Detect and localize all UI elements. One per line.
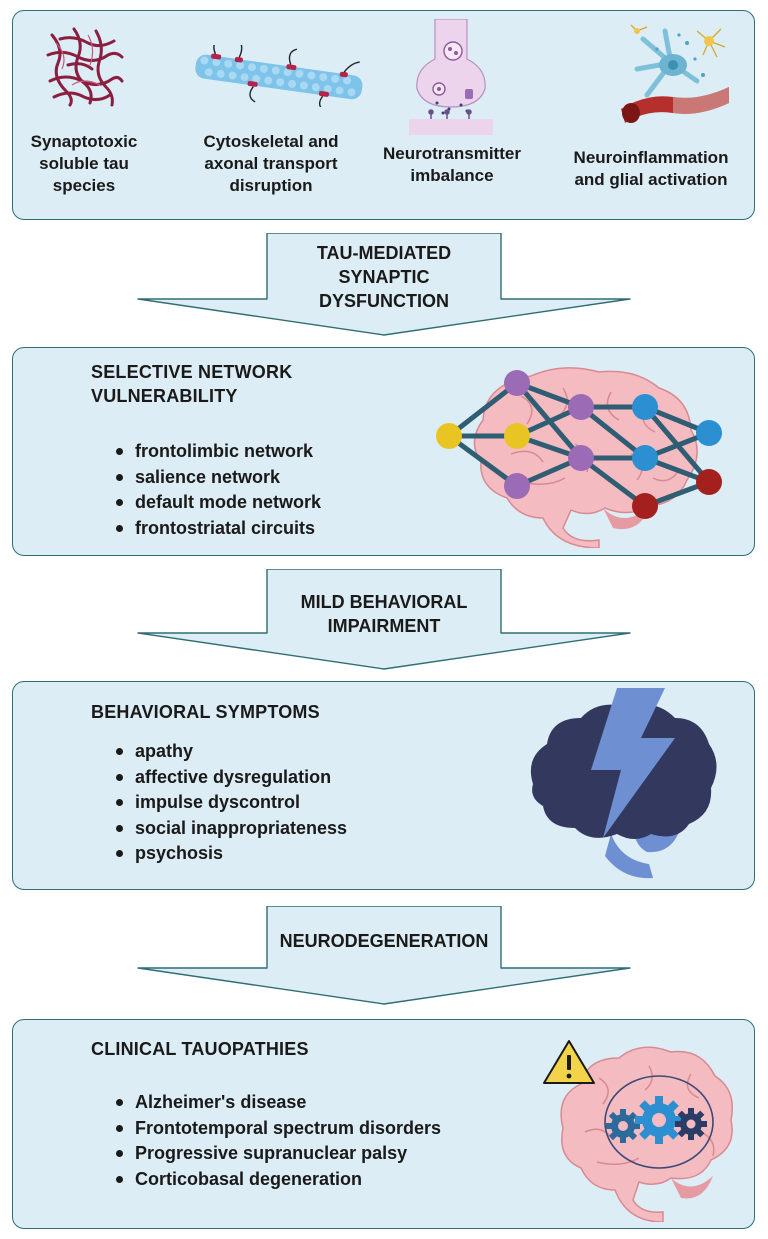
list-item: default mode network: [111, 490, 321, 516]
clinical-list: Alzheimer's disease Frontotemporal spect…: [111, 1090, 441, 1192]
clinical-title: CLINICAL TAUOPATHIES: [91, 1039, 309, 1059]
list-item: frontolimbic network: [111, 439, 321, 465]
behavioral-panel: BEHAVIORAL SYMPTOMS apathy affective dys…: [12, 681, 755, 890]
list-item: social inappropriateness: [111, 816, 347, 842]
microtubule-icon: [195, 45, 363, 107]
list-item: Alzheimer's disease: [111, 1090, 441, 1116]
list-item: psychosis: [111, 841, 347, 867]
list-item: Frontotemporal spectrum disorders: [111, 1116, 441, 1142]
brain-lightning-icon: [530, 688, 717, 879]
tau-fibril-icon: [46, 27, 124, 107]
behavioral-title: BEHAVIORAL SYMPTOMS: [91, 702, 320, 722]
brain-network-icon: [436, 367, 722, 548]
list-item: affective dysregulation: [111, 765, 347, 791]
list-item: impulse dyscontrol: [111, 790, 347, 816]
network-list: frontolimbic network salience network de…: [111, 439, 321, 541]
warning-icon: [543, 1040, 595, 1084]
synapse-icon: [409, 19, 493, 135]
flow-arrow-neurodegeneration: NEURODEGENERATION: [136, 906, 632, 1006]
glia-icon: [621, 24, 729, 123]
clinical-panel: CLINICAL TAUOPATHIES Alzheimer's disease…: [12, 1019, 755, 1229]
list-item: frontostriatal circuits: [111, 516, 321, 542]
list-item: Progressive supranuclear palsy: [111, 1141, 441, 1167]
list-item: apathy: [111, 739, 347, 765]
list-item: Corticobasal degeneration: [111, 1167, 441, 1193]
arrow-label-neurodegeneration: NEURODEGENERATION: [279, 931, 489, 951]
list-item: salience network: [111, 465, 321, 491]
behavioral-list: apathy affective dysregulation impulse d…: [111, 739, 347, 867]
brain-gears-icon: [560, 1046, 733, 1222]
